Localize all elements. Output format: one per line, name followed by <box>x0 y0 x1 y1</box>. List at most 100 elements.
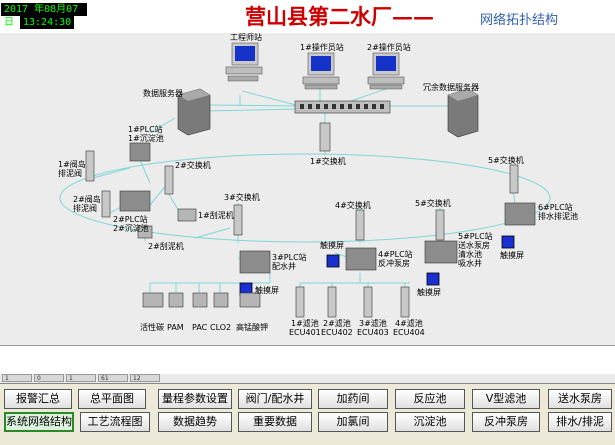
label-dosing-2: PAC <box>192 323 208 332</box>
switch-3[interactable] <box>233 204 243 236</box>
label-plc4: 4#PLC站反冲泵房 <box>378 250 413 268</box>
label-plc3: 3#PLC站配水井 <box>272 253 307 271</box>
nav-drain-sludge[interactable]: 排水/排泥 <box>548 412 612 432</box>
plc4-cabinet[interactable] <box>345 247 377 271</box>
label-plc5-line3: 清水池 <box>458 250 482 259</box>
label-plc5-line2: 送水泵房 <box>458 241 490 250</box>
label-plc3-line2: 配水井 <box>272 262 296 271</box>
label-engineer-station: 工程师站 <box>230 33 262 42</box>
page-title: 营山县第二水厂—— <box>245 1 434 31</box>
core-switch[interactable] <box>294 100 391 114</box>
label-filter-2-name: 2#滤池 <box>322 319 351 328</box>
label-filter-1-ecu: ECU401 <box>289 328 321 337</box>
nav-backwash-pump[interactable]: 反冲泵房 <box>472 412 540 432</box>
data-server[interactable] <box>177 88 211 136</box>
label-data-server: 数据服务器 <box>143 89 183 98</box>
nav-v-filter[interactable]: V型滤池 <box>472 389 540 409</box>
status-cell-2: 0 <box>34 374 64 382</box>
label-plc2-line1: 2#PLC站 <box>113 215 148 224</box>
label-scraper-2: 2#刮泥机 <box>148 242 184 251</box>
label-filter-2-ecu: ECU402 <box>321 328 353 337</box>
label-plc5: 5#PLC站送水泵房清水池吸水井 <box>458 232 493 268</box>
nav-chlorination-room[interactable]: 加氯间 <box>318 412 388 432</box>
nav-range-params[interactable]: 量程参数设置 <box>158 389 232 409</box>
navigation-panel: 报警汇总 总平面图 量程参数设置 阀门/配水井 加药间 反应池 V型滤池 送水泵… <box>0 383 615 445</box>
label-touch-4: 触摸屏 <box>500 251 524 260</box>
label-valve-island-1-line1: 1#阀岛 <box>58 160 86 169</box>
label-valve-island-2-line1: 2#阀岛 <box>73 195 101 204</box>
ring-link <box>59 153 551 243</box>
switch-5a[interactable] <box>435 209 445 241</box>
nav-data-trend[interactable]: 数据趋势 <box>158 412 232 432</box>
label-valve-island-1: 1#阀岛排泥阀 <box>58 160 86 178</box>
label-plc4-line2: 反冲泵房 <box>378 259 410 268</box>
touch-screen-4[interactable] <box>501 235 515 249</box>
label-plc5-line4: 吸水井 <box>458 259 482 268</box>
switch-4[interactable] <box>355 209 365 241</box>
blank-strip <box>0 345 615 374</box>
label-plc6-line1: 6#PLC站 <box>538 203 573 212</box>
nav-dosing-room[interactable]: 加药间 <box>318 389 388 409</box>
label-valve-island-1-line2: 排泥阀 <box>58 169 82 178</box>
plc1-cabinet[interactable] <box>129 142 151 162</box>
nav-alarm-summary[interactable]: 报警汇总 <box>4 389 72 409</box>
label-switch-1: 1#交换机 <box>310 157 346 166</box>
label-plc5-line1: 5#PLC站 <box>458 232 493 241</box>
label-filter-1-name: 1#滤池 <box>290 319 319 328</box>
nav-process-flow[interactable]: 工艺流程图 <box>80 412 150 432</box>
operator-station-1-pc[interactable] <box>302 52 340 90</box>
label-filter-4-name: 4#滤池 <box>394 319 423 328</box>
switch-2[interactable] <box>164 165 174 195</box>
nav-reaction-tank[interactable]: 反应池 <box>395 389 465 409</box>
header-bar: 2017 年08月07日 13:24:30 营山县第二水厂—— 网络拓扑结构 <box>0 0 615 33</box>
operator-station-2-pc[interactable] <box>367 52 405 90</box>
plc2-cabinet[interactable] <box>119 190 151 212</box>
plc6-cabinet[interactable] <box>504 202 536 226</box>
label-filter-4-ecu: ECU404 <box>393 328 425 337</box>
label-plc1-line2: 1#沉淀池 <box>128 134 164 143</box>
label-switch-5a: 5#交换机 <box>415 199 451 208</box>
label-filter-3-name: 3#滤池 <box>358 319 387 328</box>
title-dash: —— <box>392 4 434 29</box>
nav-site-plan[interactable]: 总平面图 <box>78 389 146 409</box>
switch-5b[interactable] <box>509 164 519 194</box>
label-switch-3: 3#交换机 <box>224 193 260 202</box>
nav-sedimentation-tank[interactable]: 沉淀池 <box>395 412 465 432</box>
label-touch-1: 触摸屏 <box>255 286 279 295</box>
label-plc2-line2: 2#沉淀池 <box>113 224 149 233</box>
redundant-data-server[interactable] <box>447 88 479 138</box>
valve-island-2[interactable] <box>101 190 111 218</box>
valve-island-1[interactable] <box>85 150 95 182</box>
status-cell-1: 1 <box>2 374 32 382</box>
switch-1[interactable] <box>319 122 331 152</box>
touch-screen-2[interactable] <box>326 254 340 268</box>
label-dosing-1: PAM <box>167 323 184 332</box>
label-operator-1: 1#操作员站 <box>300 43 344 52</box>
nav-supply-pump[interactable]: 送水泵房 <box>548 389 612 409</box>
label-plc3-line1: 3#PLC站 <box>272 253 307 262</box>
page-subtitle: 网络拓扑结构 <box>480 13 559 28</box>
label-scraper-1: 1#刮泥机 <box>198 211 234 220</box>
scraper-2-device[interactable] <box>137 225 153 239</box>
engineer-station-pc[interactable] <box>225 42 263 82</box>
scraper-1-device[interactable] <box>177 208 197 222</box>
time-display: 13:24:30 <box>20 16 74 29</box>
label-operator-2: 2#操作员站 <box>367 43 411 52</box>
nav-valve-distribution[interactable]: 阀门/配水井 <box>238 389 312 409</box>
touch-screen-3[interactable] <box>426 272 440 286</box>
label-touch-2: 触摸屏 <box>320 241 344 250</box>
plc5-cabinet[interactable] <box>424 240 458 264</box>
status-cell-5: 12 <box>130 374 160 382</box>
topology-links <box>59 42 551 318</box>
plc3-cabinet[interactable] <box>239 250 271 274</box>
nav-key-data[interactable]: 重要数据 <box>238 412 312 432</box>
label-valve-island-2-line2: 排泥阀 <box>73 204 97 213</box>
label-dosing-4: 高锰酸钾 <box>236 323 268 332</box>
nav-network-structure[interactable]: 系统网络结构 <box>4 412 74 432</box>
label-plc4-line1: 4#PLC站 <box>378 250 413 259</box>
